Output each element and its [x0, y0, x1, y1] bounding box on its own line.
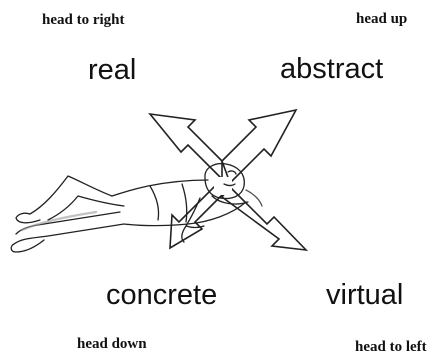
arrow-up-left [150, 114, 222, 179]
label-concrete: concrete [106, 279, 217, 312]
label-head-to-right: head to right [42, 12, 125, 29]
label-abstract: abstract [280, 53, 383, 86]
label-head-to-left: head to left [355, 339, 427, 356]
cross-arrows [150, 110, 306, 250]
lying-person-drawing [11, 164, 262, 252]
label-real: real [88, 54, 136, 87]
label-head-up: head up [356, 11, 407, 28]
label-head-down: head down [77, 336, 147, 353]
label-virtual: virtual [326, 279, 403, 312]
arrow-up-right [222, 110, 296, 183]
